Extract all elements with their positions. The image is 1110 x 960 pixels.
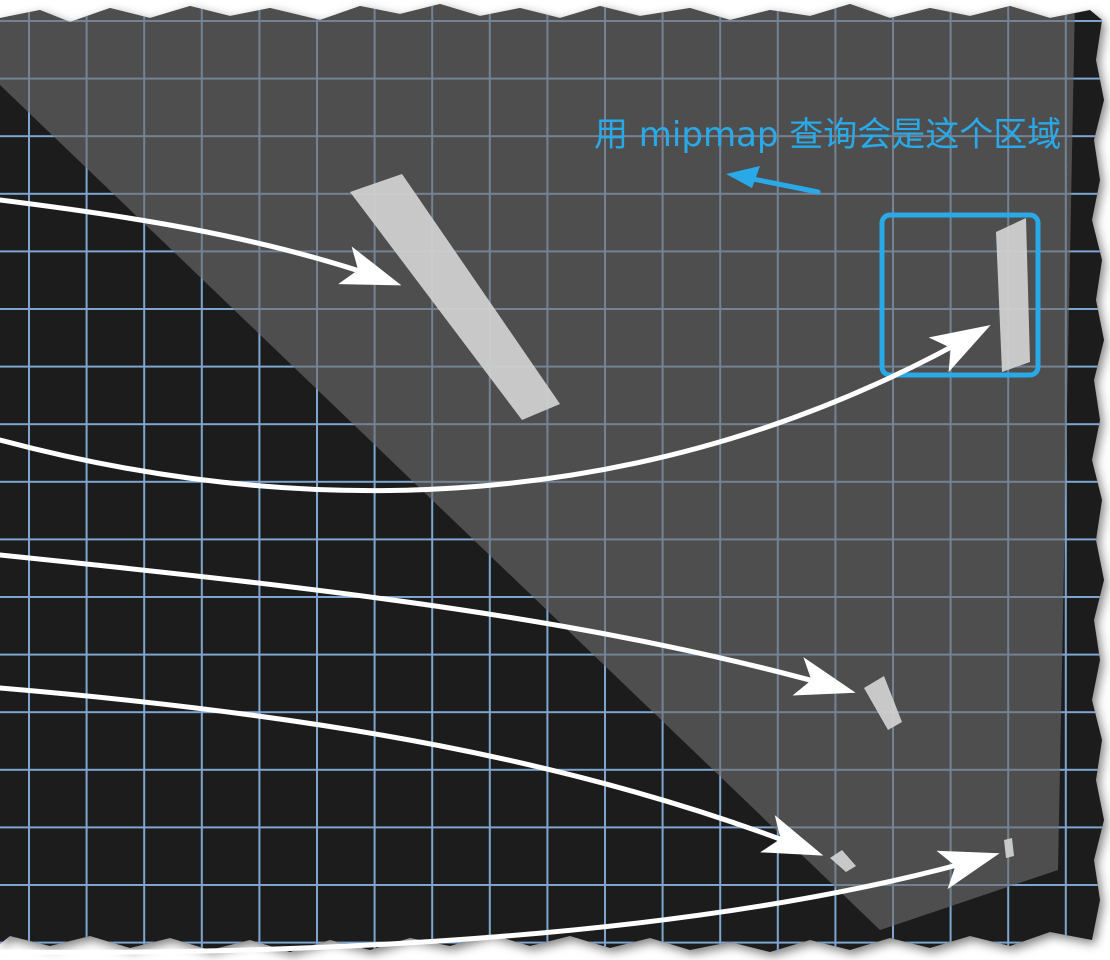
footprint-small-a xyxy=(830,850,856,872)
footprint-mid xyxy=(864,676,902,730)
footprint-thin-in-box xyxy=(996,218,1030,372)
projection-arrow-icon xyxy=(0,685,824,856)
projected-region-overlay xyxy=(0,4,1075,930)
pointer-arrow-icon xyxy=(726,166,821,195)
mipmap-region-box xyxy=(879,212,1041,378)
projection-arrow-icon xyxy=(0,850,1000,955)
projection-arrows xyxy=(0,197,1000,955)
footprint-small-b xyxy=(1004,838,1014,858)
annotation-label: 用 mipmap 查询会是这个区域 xyxy=(594,115,1061,155)
projection-arrow-icon xyxy=(0,197,402,286)
footprint-large xyxy=(350,174,560,420)
footprints xyxy=(350,174,1030,872)
projection-arrow-icon xyxy=(0,552,856,696)
projection-arrow-icon xyxy=(0,325,991,494)
